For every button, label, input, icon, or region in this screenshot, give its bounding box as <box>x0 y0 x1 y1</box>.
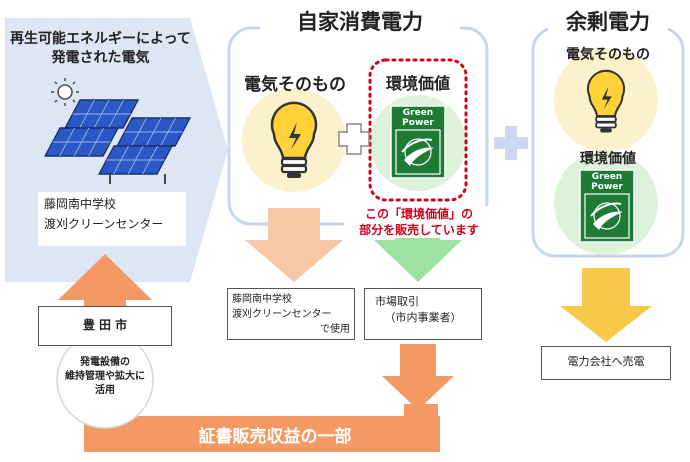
green-power-line-2: Power <box>402 118 434 128</box>
surplus-electricity-label: 電気そのもの <box>566 47 650 63</box>
usage-line-1: 発電設備の <box>80 357 130 368</box>
facility-name-2: 渡刈クリーンセンター <box>44 217 164 231</box>
source-description: 再生可能エネルギーによって 発電された電気 <box>8 30 193 68</box>
green-power-logo-surplus <box>579 169 635 243</box>
green-power-text-self: Green Power <box>391 108 445 128</box>
market-line-2: （市内事業者） <box>384 311 462 324</box>
sun-icon <box>51 78 79 106</box>
surplus-env-value-label: 環境価値 <box>580 151 636 167</box>
market-line-1: 市場取引 <box>375 295 419 308</box>
plus-icon-white <box>338 123 370 155</box>
green-power-line-1: Green <box>591 172 623 182</box>
school-use-line-2: 渡刈クリーンセンター <box>232 309 332 320</box>
school-use-line-1: 藤岡南中学校 <box>232 294 292 305</box>
self-env-value-label: 環境価値 <box>385 74 450 93</box>
revenue-bar <box>84 416 440 452</box>
green-power-text-surplus: Green Power <box>580 172 634 192</box>
revenue-label: 証書販売収益の一部 <box>198 427 352 447</box>
arrow-to-utility <box>560 268 652 342</box>
utility-box: 電力会社へ売電 <box>541 346 671 380</box>
sale-note-line-1: この「環境価値」の <box>364 207 473 221</box>
usage-line-2: 維持管理や拡大に <box>65 371 145 382</box>
surplus-title: 余剰電力 <box>548 6 668 36</box>
sale-note-line-2: 部分を販売しています <box>359 223 479 237</box>
self-electricity-label: 電気そのもの <box>244 75 346 95</box>
usage-description: 発電設備の 維持管理や拡大に 活用 <box>57 356 153 398</box>
arrow-up-to-city <box>58 254 152 300</box>
light-bulb-icon-self <box>270 101 318 178</box>
revenue-bar-connector <box>404 404 438 420</box>
arrow-market-to-revenue <box>382 344 454 410</box>
self-consumption-title: 自家消費電力 <box>260 6 460 36</box>
green-power-logo-self <box>390 105 446 179</box>
env-value-highlight <box>368 58 468 202</box>
school-use-line-3: で使用 <box>320 324 350 335</box>
green-power-line-2: Power <box>591 182 623 192</box>
facility-box: 藤岡南中学校 渡刈クリーンセンター <box>38 192 186 246</box>
market-box: 市場取引 （市内事業者） <box>364 288 482 340</box>
source-line-1: 再生可能エネルギーによって <box>10 31 191 47</box>
city-box: 豊 田 市 <box>38 306 172 346</box>
sale-note: この「環境価値」の 部分を販売しています <box>344 206 494 238</box>
school-use-box: 藤岡南中学校 渡刈クリーンセンター で使用 <box>227 288 355 340</box>
usage-line-3: 活用 <box>95 385 115 396</box>
green-power-line-1: Green <box>402 108 434 118</box>
light-bulb-icon-surplus <box>586 69 626 133</box>
plus-icon-blue <box>494 126 528 160</box>
source-line-2: 発電された電気 <box>51 50 150 66</box>
arrow-to-school-use <box>245 208 343 282</box>
solar-panel-icon <box>43 99 192 184</box>
facility-name-1: 藤岡南中学校 <box>44 197 117 211</box>
